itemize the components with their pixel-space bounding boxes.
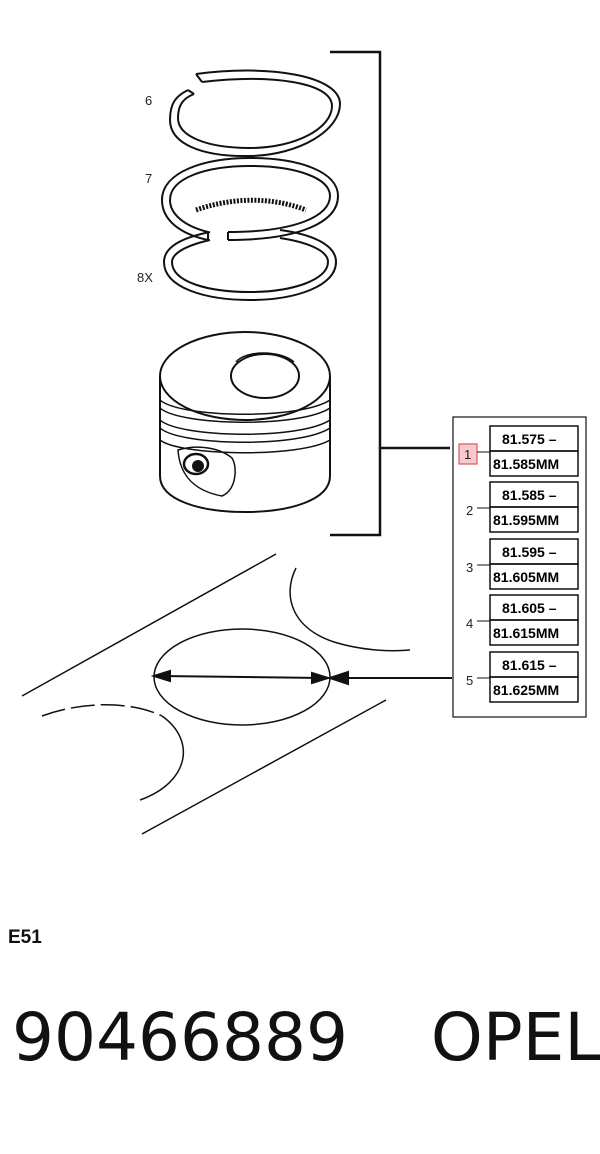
size-row-index: 3 [466,560,473,575]
size-row-index: 2 [466,503,473,518]
size-range-from: 81.595 – [502,544,557,560]
bore-measurement-arrows [150,669,452,686]
size-table-frame [452,416,587,718]
piston [159,331,331,514]
size-range-from: 81.575 – [502,431,557,447]
callout-ring-middle: 7 [145,171,152,186]
size-row-3: 3 81.595 – 81.605MM [466,538,579,590]
size-range-to: 81.605MM [493,569,559,585]
section-code: E51 [8,927,42,948]
size-row-2: 2 81.585 – 81.595MM [466,481,579,533]
size-row-5: 5 81.615 – 81.625MM [466,651,579,703]
brand-name: OPEL [430,999,600,1076]
size-range-to: 81.615MM [493,625,559,641]
piston-ring-top [168,69,342,158]
piston-ring-oil [162,229,338,302]
size-table: 1 81.575 – 81.585MM 2 81.585 – 81.595MM … [452,416,587,718]
size-row-1: 1 81.575 – 81.585MM [458,425,579,477]
size-row-index: 4 [466,616,473,631]
callout-ring-oil: 8X [137,270,153,285]
callout-ring-top: 6 [145,93,152,108]
size-range-from: 81.585 – [502,487,557,503]
assembly-bracket [330,50,450,537]
size-range-to: 81.625MM [493,682,559,698]
size-range-from: 81.605 – [502,600,557,616]
cylinder-block [21,553,411,835]
size-row-4: 4 81.605 – 81.615MM [466,594,579,646]
size-range-to: 81.585MM [493,456,559,472]
part-number: 90466889 [12,999,348,1076]
piston-ring-diagram: 6 7 8X 1 81.575 – 81.585MM 2 81.585 – 81… [21,50,587,835]
size-row-1-highlight [458,443,478,465]
size-row-index: 1 [464,447,471,462]
piston-ring-middle [160,156,340,241]
size-row-index: 5 [466,673,473,688]
size-range-to: 81.595MM [493,512,559,528]
size-range-from: 81.615 – [502,657,557,673]
part-info: 90466889 OPEL [12,1005,600,1071]
